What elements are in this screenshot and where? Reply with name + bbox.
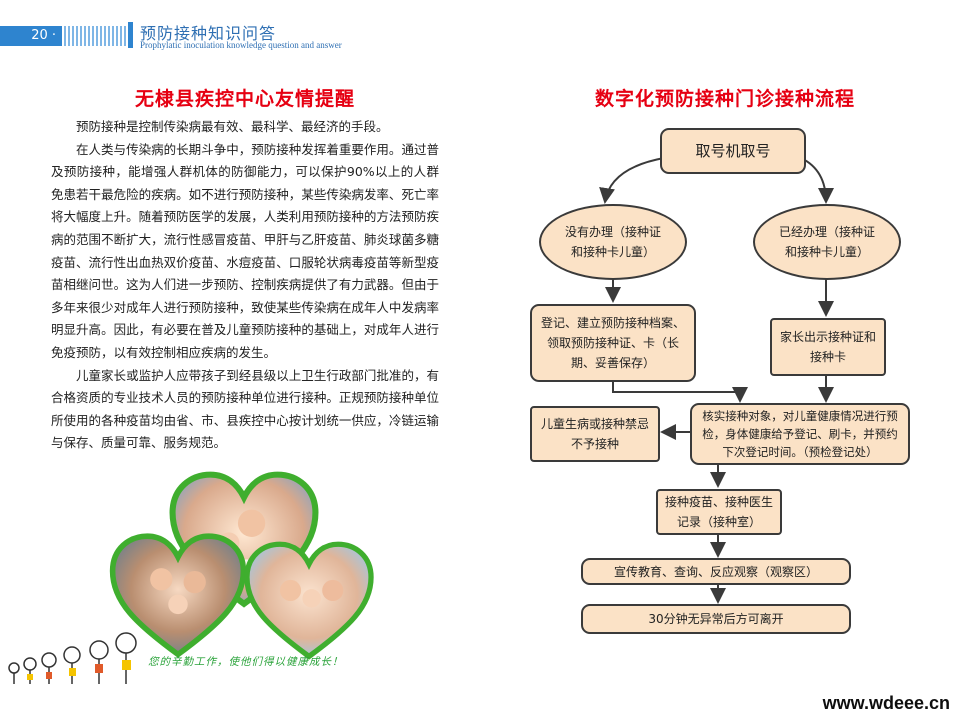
step-take-number: 取号机取号 (660, 128, 806, 174)
step-observe: 宣传教育、查询、反应观察（观察区） (581, 558, 851, 585)
step-vaccinate: 接种疫苗、接种医生记录（接种室） (656, 489, 782, 535)
family-photo-heart-left (109, 533, 247, 658)
step-verify-precheck: 核实接种对象，对儿童健康情况进行预检，身体健康给予登记、刷卡，并预约下次登记时间… (690, 403, 910, 465)
slogan-text: 您的辛勤工作，使他们得以健康成长！ (148, 656, 344, 668)
step-show-certificate: 家长出示接种证和接种卡 (770, 318, 886, 376)
header-accent-bar (128, 22, 133, 48)
family-photo-heart-right (244, 541, 374, 660)
paragraph-3: 儿童家长或监护人应带孩子到经县级以上卫生行政部门批准的，有合格资质的专业技术人员… (51, 367, 439, 451)
right-section-title: 数字化预防接种门诊接种流程 (594, 88, 855, 110)
header-title: 预防接种知识问答 (140, 24, 277, 43)
cartoon-kids-decoration (8, 632, 137, 684)
header-subtitle: Prophylatic inoculation knowledge questi… (140, 40, 342, 50)
left-section-title: 无棣县疾控中心友情提醒 (134, 88, 355, 110)
page-number: 20 · (0, 26, 62, 46)
step-register-archive: 登记、建立预防接种档案、领取预防接种证、卡（长期、妥善保存） (530, 304, 696, 382)
reminder-body: 预防接种是控制传染病最有效、最科学、最经济的手段。 在人类与传染病的长期斗争中，… (51, 116, 439, 455)
watermark: www.wdeee.cn (822, 693, 950, 713)
paragraph-2: 在人类与传染病的长期斗争中，预防接种发挥着重要作用。通过普及预防接种，能增强人群… (51, 141, 439, 360)
step-leave: 30分钟无异常后方可离开 (581, 604, 851, 634)
paragraph-1: 预防接种是控制传染病最有效、最科学、最经济的手段。 (76, 119, 389, 134)
step-registered: 已经办理（接种证和接种卡儿童） (753, 204, 901, 280)
step-contraindication: 儿童生病或接种禁忌不予接种 (530, 406, 660, 462)
step-not-registered: 没有办理（接种证和接种卡儿童） (539, 204, 687, 280)
